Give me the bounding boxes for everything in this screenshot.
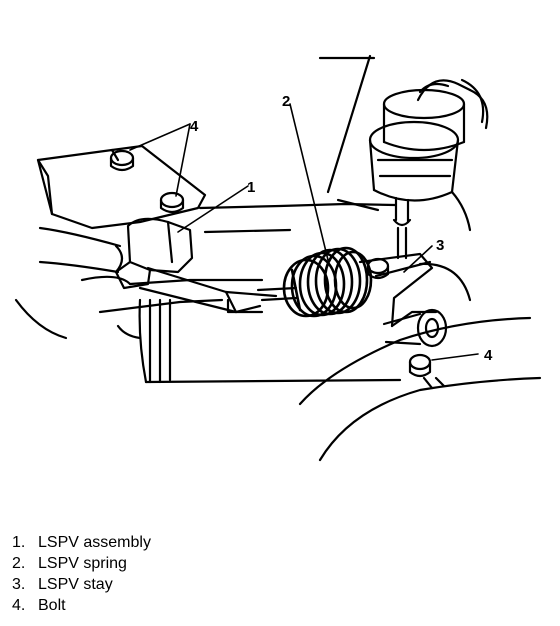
legend-number: 4. <box>12 597 26 614</box>
bolt-upper-2 <box>159 191 185 214</box>
lspv-assembly <box>114 217 194 290</box>
legend-item: 3. LSPV stay <box>12 574 151 595</box>
legend-item: 1. LSPV assembly <box>12 532 151 553</box>
bolt-upper-1 <box>109 149 135 172</box>
lower-pivot <box>382 308 448 348</box>
callout-4-upper: 4 <box>190 118 199 135</box>
lspv-spring <box>282 246 373 318</box>
bolt-lower <box>408 353 446 390</box>
rear-axle-curves <box>14 262 542 462</box>
axle-housing <box>38 226 124 274</box>
legend-label: Bolt <box>38 597 66 614</box>
mounting-bracket <box>36 144 207 230</box>
legend-label: LSPV assembly <box>38 534 151 551</box>
legend-label: LSPV spring <box>38 555 127 572</box>
legend-label: LSPV stay <box>38 576 113 593</box>
legend-number: 3. <box>12 576 26 593</box>
reservoir <box>368 78 489 260</box>
callout-2: 2 <box>282 93 290 110</box>
lspv-stay <box>358 252 438 328</box>
lspv-lever <box>138 266 298 314</box>
callout-3: 3 <box>436 237 444 254</box>
callout-1: 1 <box>247 179 255 196</box>
legend-item: 4. Bolt <box>12 595 151 616</box>
callout-4-lower: 4 <box>484 347 493 364</box>
leader-lines <box>129 103 479 361</box>
lspv-diagram: 4 1 2 3 4 <box>14 54 542 462</box>
parts-legend: 1. LSPV assembly 2. LSPV spring 3. LSPV sta… <box>12 532 151 616</box>
legend-item: 2. LSPV spring <box>12 553 151 574</box>
chassis-member <box>318 54 472 232</box>
legend-number: 2. <box>12 555 26 572</box>
legend-number: 1. <box>12 534 26 551</box>
